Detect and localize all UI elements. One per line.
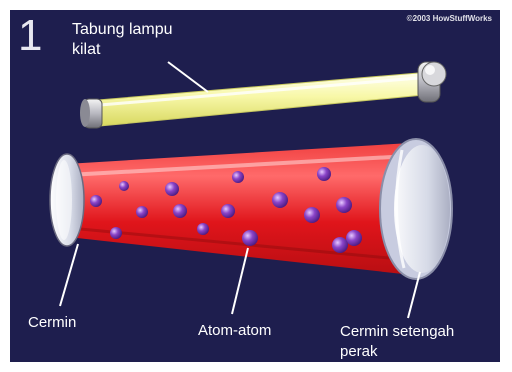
atom [119,181,129,191]
atom [346,230,362,246]
ruby-rod [66,143,412,275]
atoms-label: Atom-atom [198,322,271,339]
atom [221,204,235,218]
atom [317,167,331,181]
atom [336,197,352,213]
half-silvered-mirror [380,139,452,279]
flash-tube [80,62,446,128]
atom [272,192,288,208]
atom [242,230,258,246]
flash-tube-leader [168,62,208,92]
atom [110,227,122,239]
atom [232,171,244,183]
atom [304,207,320,223]
atom [332,237,348,253]
half-mirror-label: Cermin setengah perak [340,322,454,362]
diagram-frame: 1 ©2003 HowStuffWorks Tabung lampu kilat… [10,10,500,362]
mirror-label: Cermin [28,314,76,331]
atom [90,195,102,207]
left-mirror [50,154,84,246]
flash-tube-left-cap [80,99,102,128]
atom [173,204,187,218]
laser-diagram [10,10,500,362]
atoms-leader [232,248,248,314]
step-number: 1 [18,14,42,58]
flash-tube-label: Tabung lampu kilat [72,20,173,60]
mirror-leader [60,244,78,306]
atom [165,182,179,196]
flash-tube-right-cap [418,62,446,102]
credit-text: ©2003 HowStuffWorks [407,14,492,23]
atom [136,206,148,218]
atom [197,223,209,235]
